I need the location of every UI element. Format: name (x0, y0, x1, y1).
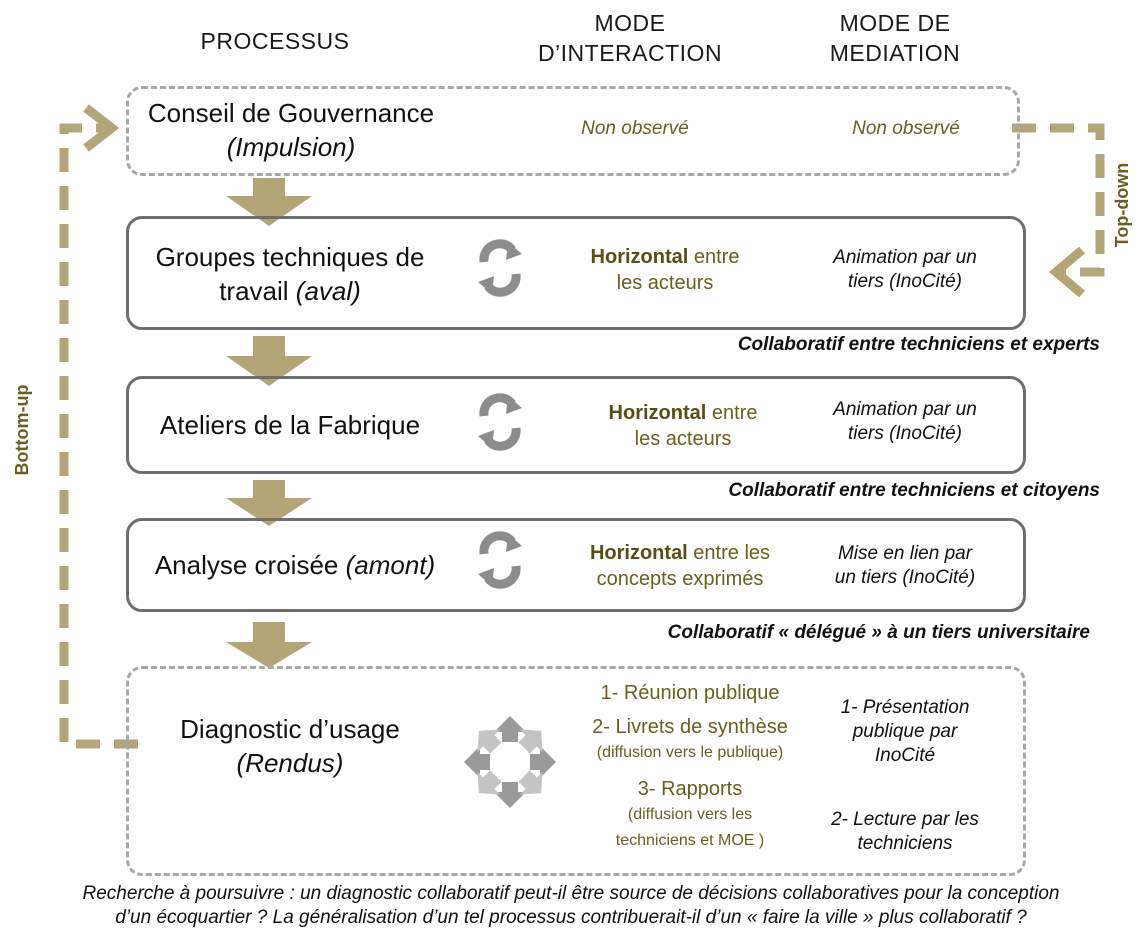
diagnostic-mediation-1: 1- Présentation publique par InoCité (800, 696, 1010, 768)
analyse-collab-label: Collaboratif « délégué » à un tiers univ… (667, 622, 1090, 643)
groupes-title-line1: Groupes techniques de (155, 242, 425, 272)
stage-analyse-croisee (126, 518, 1026, 612)
diagnostic-interaction-3-sub2: techniciens et MOE ) (615, 832, 765, 849)
stage-diagnostic-usage (126, 666, 1026, 876)
diagnostic-interaction-2: 2- Livrets de synthèse (592, 716, 788, 738)
down-arrow-1 (226, 178, 312, 226)
analyse-mediation-line1: Mise en lien par (837, 543, 973, 564)
top-down-connector (1012, 123, 1105, 298)
diagnostic-title: Diagnostic d’usage (Rendus) (130, 712, 450, 780)
groupes-title-travail: travail (219, 276, 296, 306)
header-interaction-line1: MODE (594, 10, 666, 36)
analyse-title-main: Analyse croisée (154, 550, 346, 580)
ateliers-interaction: Horizontal entre les acteurs (578, 400, 788, 452)
groupes-title: Groupes techniques de travail (aval) (130, 240, 450, 308)
diagnostic-title-line2: (Rendus) (236, 748, 344, 778)
footer-line1: Recherche à poursuivre : un diagnostic c… (82, 883, 1060, 904)
groupes-interaction-line2: les acteurs (616, 272, 714, 294)
diagnostic-mediation-1-line1: 1- Présentation (840, 697, 970, 718)
ateliers-title: Ateliers de la Fabrique (159, 410, 421, 440)
footer-research-question: Recherche à poursuivre : un diagnostic c… (0, 882, 1142, 930)
diagnostic-interaction-2-sub: (diffusion vers le publique) (596, 744, 784, 761)
ateliers-interaction-bold: Horizontal (608, 402, 707, 424)
analyse-title: Analyse croisée (amont) (130, 548, 460, 582)
stage-groupes-techniques (126, 216, 1026, 330)
down-arrow-3 (226, 480, 312, 526)
ateliers-interaction-rest: entre (706, 402, 758, 424)
analyse-mediation-line2: un tiers (InoCité) (834, 567, 976, 588)
top-down-label: Top-down (1112, 162, 1132, 248)
header-mode-mediation: MODE DE MEDIATION (790, 8, 1000, 68)
analyse-interaction-bold: Horizontal (589, 542, 688, 564)
diagnostic-interaction-3-sub1: (diffusion vers les (627, 806, 753, 823)
header-mediation-line2: MEDIATION (829, 40, 961, 66)
diagnostic-mediation-2-line2: techniciens (857, 833, 953, 854)
diagnostic-mediation-2-line1: 2- Lecture par les (831, 809, 979, 830)
analyse-title-amont: (amont) (345, 550, 436, 580)
groupes-title-line2: travail (aval) (130, 274, 450, 308)
groupes-interaction: Horizontal entre les acteurs (560, 244, 770, 296)
analyse-interaction-line2: concepts exprimés (596, 568, 764, 590)
header-mode-interaction: MODE D’INTERACTION (510, 8, 750, 68)
header-interaction-line2: D’INTERACTION (537, 40, 723, 66)
footer-line2: d’un écoquartier ? La généralisation d’u… (115, 907, 1027, 928)
diagnostic-mediation-2: 2- Lecture par les techniciens (800, 808, 1010, 856)
conseil-title-line2: (Impulsion) (226, 132, 356, 162)
ateliers-mediation: Animation par un tiers (InoCité) (800, 398, 1010, 446)
diagnostic-interaction: 1- Réunion publique 2- Livrets de synthè… (570, 680, 810, 854)
bottom-up-label: Bottom-up (12, 384, 32, 476)
ateliers-mediation-line1: Animation par un (833, 399, 977, 420)
groupes-mediation: Animation par un tiers (InoCité) (800, 246, 1010, 294)
down-arrow-4 (226, 622, 312, 668)
diagnostic-interaction-1: 1- Réunion publique (600, 682, 780, 704)
header-processus: PROCESSUS (200, 28, 350, 54)
down-arrow-2 (226, 336, 312, 386)
groupes-interaction-bold: Horizontal (590, 246, 689, 268)
analyse-mediation: Mise en lien par un tiers (InoCité) (800, 542, 1010, 590)
conseil-title-line1: Conseil de Gouvernance (147, 98, 435, 128)
conseil-title: Conseil de Gouvernance (Impulsion) (126, 96, 456, 164)
diagnostic-title-line1: Diagnostic d’usage (180, 714, 400, 744)
ateliers-mediation-line2: tiers (InoCité) (847, 423, 963, 444)
groupes-collab-label: Collaboratif entre techniciens et expert… (737, 334, 1100, 355)
header-mediation-line1: MODE DE (839, 10, 951, 36)
groupes-mediation-line2: tiers (InoCité) (847, 271, 963, 292)
ateliers-interaction-line2: les acteurs (634, 428, 732, 450)
conseil-mediation: Non observé (852, 118, 960, 139)
ateliers-collab-label: Collaboratif entre techniciens et citoye… (728, 480, 1100, 501)
radiating-arrows-icon (464, 716, 556, 808)
groupes-mediation-line1: Animation par un (833, 247, 977, 268)
diagnostic-mediation-1-line2: publique par (852, 721, 958, 742)
groupes-title-aval: (aval) (295, 276, 361, 306)
stage-ateliers-fabrique (126, 376, 1026, 474)
stage-conseil-gouvernance (126, 86, 1020, 176)
diagnostic-mediation-1-line3: InoCité (874, 745, 936, 766)
bottom-up-connector (59, 104, 138, 749)
diagnostic-interaction-3: 3- Rapports (637, 778, 743, 800)
groupes-interaction-rest: entre (688, 246, 740, 268)
analyse-interaction: Horizontal entre les concepts exprimés (560, 540, 800, 592)
conseil-interaction: Non observé (581, 118, 689, 139)
analyse-interaction-rest: entre les (687, 542, 771, 564)
